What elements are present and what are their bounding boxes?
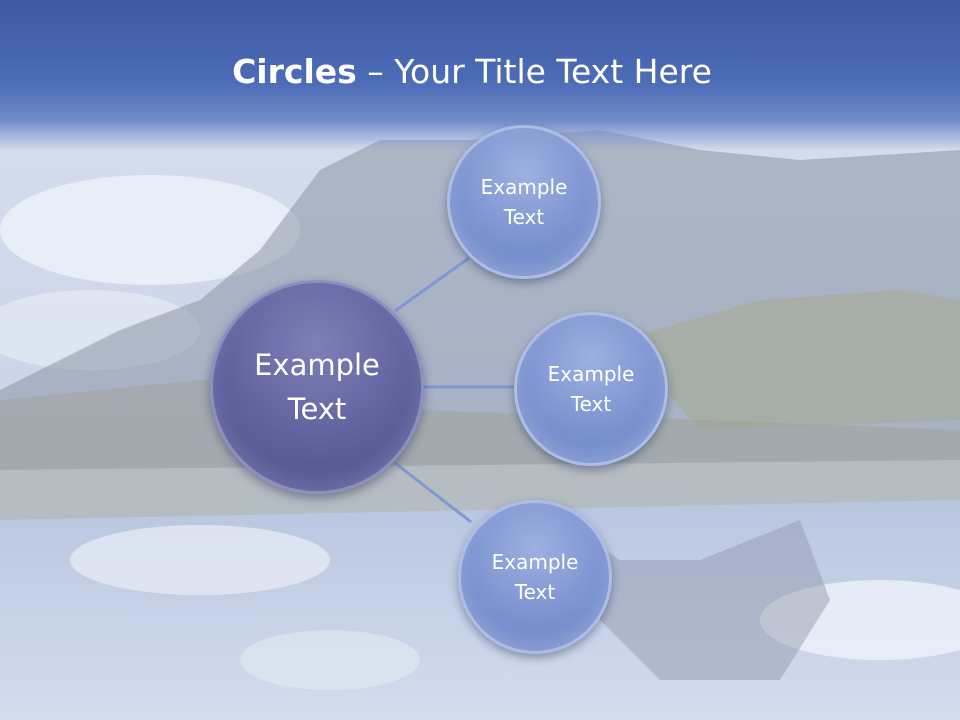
node-label-line1: Example (480, 175, 568, 199)
node-circle-2[interactable]: Example Text (514, 312, 668, 466)
title-bold: Circles (232, 52, 357, 91)
node-label-line1: Example (491, 550, 579, 574)
node-label-line1: Example (547, 362, 635, 386)
node-label-line2: Text (570, 392, 612, 416)
node-circle-1[interactable]: Example Text (447, 125, 601, 279)
node-label-line2: Text (503, 205, 545, 229)
hub-label-line1: Example (254, 348, 380, 382)
connector-line-1 (394, 256, 470, 313)
page-title: Circles – Your Title Text Here (0, 52, 944, 91)
node-circle-3[interactable]: Example Text (458, 500, 612, 654)
node-label-line2: Text (514, 580, 556, 604)
hub-circle[interactable]: Example Text (210, 280, 424, 494)
title-rest: – Your Title Text Here (356, 52, 712, 91)
connector-line-3 (394, 461, 472, 524)
title-band (0, 0, 960, 150)
hub-label-line2: Text (287, 392, 347, 426)
